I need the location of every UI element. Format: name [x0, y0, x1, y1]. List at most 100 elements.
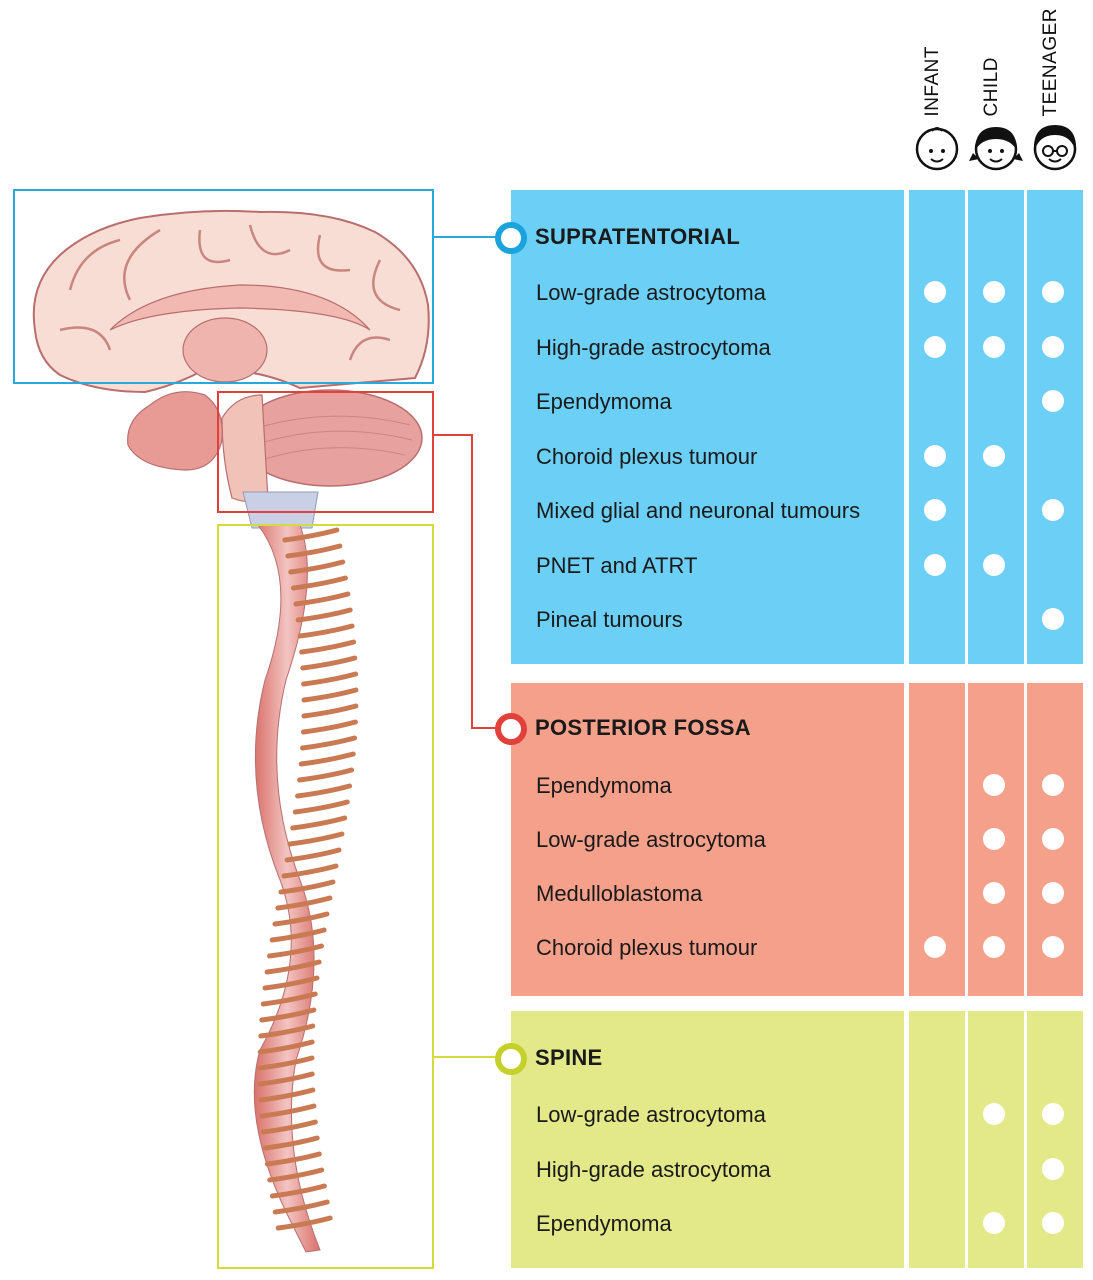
occurrence-dot-teenager [1042, 608, 1064, 630]
nerve-root [267, 943, 325, 959]
occurrence-dot-infant [924, 936, 946, 958]
tumour-row: PNET and ATRT [511, 541, 1083, 595]
nerve-root [272, 1199, 330, 1215]
tumour-row: Mixed glial and neuronal tumours [511, 486, 1083, 540]
tumour-name: Mixed glial and neuronal tumours [536, 498, 861, 523]
nerve-root [275, 1215, 333, 1231]
nerve-root [267, 1167, 325, 1183]
nerve-root [264, 1151, 322, 1167]
nerve-root [297, 623, 355, 639]
nerve-root [298, 751, 356, 767]
nerve-root [260, 1119, 318, 1135]
nerve-root [300, 719, 358, 735]
nerve-root [257, 1071, 315, 1087]
spine-box [217, 524, 434, 1269]
supratentorial-age-column [909, 190, 965, 664]
occurrence-dot-child [983, 774, 1005, 796]
occurrence-dot-teenager [1042, 1212, 1064, 1234]
tumour-row: Choroid plexus tumour [511, 923, 1083, 977]
spine-age-column [909, 1011, 965, 1268]
nerve-root [287, 831, 345, 847]
tumour-name: Medulloblastoma [536, 881, 703, 906]
occurrence-dot-child [983, 936, 1005, 958]
occurrence-dot-teenager [1042, 1157, 1064, 1180]
tumour-row: High-grade astrocytoma [511, 323, 1083, 377]
tumour-row: Low-grade astrocytoma [511, 1090, 1083, 1144]
tumour-name: PNET and ATRT [536, 552, 698, 578]
spine-marker-icon [495, 1043, 527, 1075]
nerve-root [290, 815, 348, 831]
tumour-row: Pineal tumours [511, 595, 1083, 649]
brainstem [127, 391, 319, 529]
tumour-name: High-grade astrocytoma [536, 1156, 771, 1182]
supratentorial-age-column [968, 190, 1024, 664]
supratentorial-box [13, 189, 434, 384]
nerve-root [299, 639, 357, 655]
tumour-name: High-grade astrocytoma [536, 334, 771, 360]
tumour-row: Low-grade astrocytoma [511, 268, 1083, 322]
tumour-name: Low-grade astrocytoma [536, 1102, 766, 1127]
tumour-name: Low-grade astrocytoma [536, 280, 766, 305]
nerve-root [272, 911, 330, 927]
nerve-root [278, 879, 336, 895]
tumour-name: Low-grade astrocytoma [536, 827, 766, 852]
tumour-row: Ependymoma [511, 1199, 1083, 1253]
nerve-root [259, 1103, 317, 1119]
occurrence-dot-infant [924, 444, 946, 467]
nerve-root [275, 895, 333, 911]
infant-face-icon [908, 117, 966, 175]
nerve-root [281, 863, 339, 879]
occurrence-dot-teenager [1042, 828, 1064, 850]
occurrence-dot-child [983, 828, 1005, 850]
age-header-teenager: TEENAGER [1026, 0, 1084, 175]
age-label: INFANT [922, 46, 943, 117]
nerve-root [295, 607, 353, 623]
spine-label-area [511, 1011, 904, 1268]
occurrence-dot-teenager [1042, 281, 1064, 303]
tumour-row: Medulloblastoma [511, 869, 1083, 923]
nerve-root [262, 975, 320, 991]
child-face-icon [967, 117, 1025, 175]
nerve-root [301, 687, 359, 703]
teenager-face-icon [1026, 117, 1084, 175]
posterior-fossa-label-area [511, 683, 904, 996]
tumour-name: Choroid plexus tumour [536, 935, 758, 960]
posterior-fossa-marker-icon [495, 713, 527, 745]
section-title: SUPRATENTORIAL [535, 224, 741, 249]
nerve-root [285, 543, 343, 559]
occurrence-dot-child [983, 1103, 1005, 1125]
occurrence-dot-child [983, 1212, 1005, 1234]
nerve-root [290, 575, 348, 591]
occurrence-dot-child [983, 882, 1005, 904]
nerve-root [293, 591, 351, 607]
nerve-root [262, 1135, 320, 1151]
occurrence-dot-teenager [1042, 774, 1064, 796]
occurrence-dot-teenager [1042, 499, 1064, 521]
cerebrum [32, 209, 430, 394]
occurrence-dot-infant [924, 553, 946, 576]
supratentorial-label-area [511, 190, 904, 664]
age-header-infant: INFANT [908, 0, 966, 175]
nerve-root [269, 927, 327, 943]
cerebellum [237, 389, 423, 487]
occurrence-dot-teenager [1042, 936, 1064, 958]
nerve-root [284, 847, 342, 863]
tumour-row: High-grade astrocytoma [511, 1145, 1083, 1199]
tumour-name: Ependymoma [536, 389, 672, 414]
tumour-name: Pineal tumours [536, 607, 683, 632]
posterior-fossa-connector [433, 434, 500, 729]
tumour-name: Ependymoma [536, 773, 672, 798]
occurrence-dot-teenager [1042, 882, 1064, 904]
nerve-root [269, 1183, 327, 1199]
section-title: SPINE [535, 1045, 603, 1070]
age-header-child: CHILD [967, 0, 1025, 175]
nerve-root [282, 527, 340, 543]
nerve-root [288, 559, 346, 575]
nerve-root [295, 783, 353, 799]
nerve-root [257, 1039, 315, 1055]
occurrence-dot-child [983, 553, 1005, 576]
occurrence-dot-child [983, 281, 1005, 303]
occurrence-dot-infant [924, 335, 946, 358]
